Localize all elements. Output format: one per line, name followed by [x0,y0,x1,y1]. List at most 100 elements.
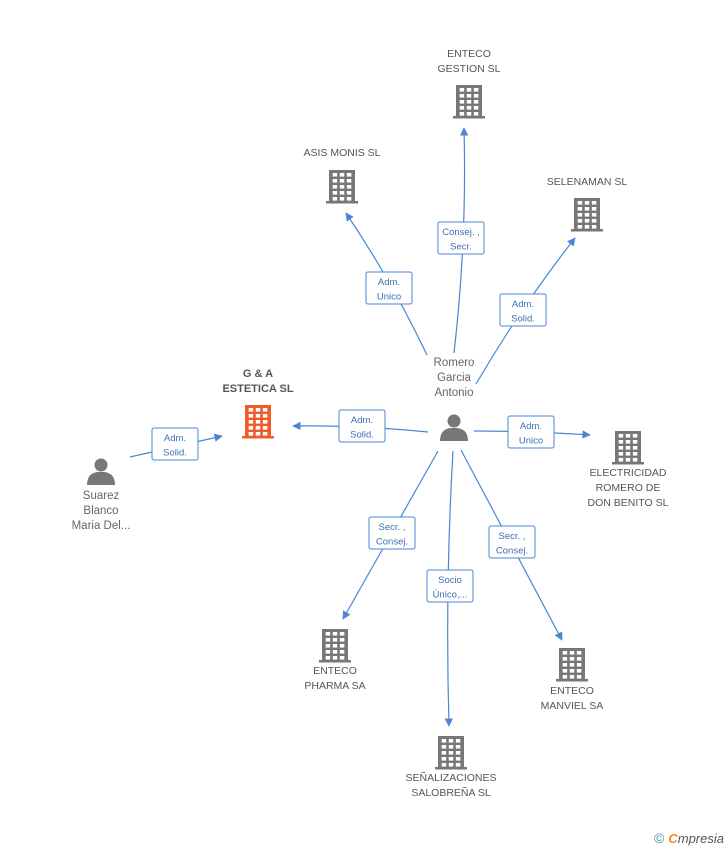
node-label: Antonio [434,387,473,399]
node-label: ROMERO DE [596,482,661,494]
building-window [262,408,268,412]
relation-labels-layer: Consej. ,Secr.Adm.UnicoAdm.Solid.Adm.Sol… [151,221,555,603]
person-icon[interactable] [87,458,115,486]
building-window [248,432,254,436]
building-window [632,452,638,456]
node-selenaman[interactable]: SELENAMAN SL [547,176,628,232]
building-icon[interactable] [326,170,358,204]
building-window [576,669,582,673]
relation-text: Adm. [164,433,186,444]
node-asis-monis[interactable]: ASIS MONIS SL [303,147,381,204]
node-label: ASIS MONIS SL [303,147,380,159]
building-window [339,197,345,201]
relation-text: Socio [438,575,462,586]
relation-text: Solid. [511,314,535,325]
building-window [455,739,461,743]
relation-label-electricidad-romero-4[interactable]: Adm.Unico [507,415,555,449]
building-icon[interactable] [319,629,351,663]
building-window [441,745,447,749]
building-window [569,663,575,667]
relation-label-selenaman-2[interactable]: Adm. Solid. [499,293,547,327]
building-window [576,663,582,667]
building-window [459,106,465,110]
building-window [346,197,352,201]
building-icon[interactable] [242,405,274,439]
relation-label-senalizaciones-6[interactable]: SocioÚnico,... [426,569,474,603]
building-window [632,446,638,450]
relation-label-enteco-manviel-7[interactable]: Secr. ,Consej. [488,525,536,559]
building-window [448,751,454,755]
building-icon[interactable] [612,431,644,465]
building-window [625,452,631,456]
building-window [346,191,352,195]
relation-text: Consej. [376,537,408,548]
building-window [339,638,345,642]
relation-box [507,415,555,449]
person-icon[interactable] [440,414,468,442]
building-window [466,100,472,104]
building-window [466,94,472,98]
building-icon[interactable] [571,198,603,232]
building-window [325,638,331,642]
relation-text: Unico [377,292,401,303]
building-window [325,632,331,636]
relation-label-enteco-gestion-0[interactable]: Consej. ,Secr. [437,221,485,255]
relation-box [365,271,413,305]
building-window [591,219,597,223]
building-window [576,657,582,661]
node-label: PHARMA SA [304,680,365,692]
building-window [591,213,597,217]
building-window [441,763,447,767]
building-icon[interactable] [453,85,485,119]
building-icon[interactable] [435,736,467,770]
building-window [584,213,590,217]
building-window [576,651,582,655]
building-window [332,632,338,636]
building-window [332,644,338,648]
building-window [459,94,465,98]
relation-label-ga-estetica-3[interactable]: Adm.Solid. [338,409,386,443]
person-head [94,458,108,472]
relation-label-asis-monis-1[interactable]: Adm.Unico [365,271,413,305]
building-window [618,446,624,450]
building-base [242,436,274,439]
building-window [625,458,631,462]
node-label: ESTETICA SL [222,383,293,395]
building-icon[interactable] [556,648,588,682]
building-window [632,434,638,438]
building-window [262,426,268,430]
building-window [332,179,338,183]
building-window [248,420,254,424]
building-window [262,432,268,436]
building-base [612,462,644,465]
node-label: Blanco [83,505,118,517]
building-window [618,452,624,456]
node-label: SEÑALIZACIONES [405,771,496,784]
building-window [448,757,454,761]
building-window [248,408,254,412]
building-window [577,213,583,217]
building-window [255,432,261,436]
relation-text: Adm. [512,299,534,310]
building-window [262,414,268,418]
relation-label-ga-estetica-8[interactable]: Adm.Solid. [151,427,199,461]
building-window [455,745,461,749]
building-window [562,663,568,667]
relation-box [426,569,474,603]
relation-label-enteco-pharma-5[interactable]: Secr. ,Consej. [368,516,416,550]
node-label: GESTION SL [437,63,500,75]
node-label: Garcia [437,372,471,384]
building-window [569,669,575,673]
building-window [625,434,631,438]
brand-logo[interactable]: Cmpresia [668,830,724,846]
building-window [473,106,479,110]
building-window [473,88,479,92]
